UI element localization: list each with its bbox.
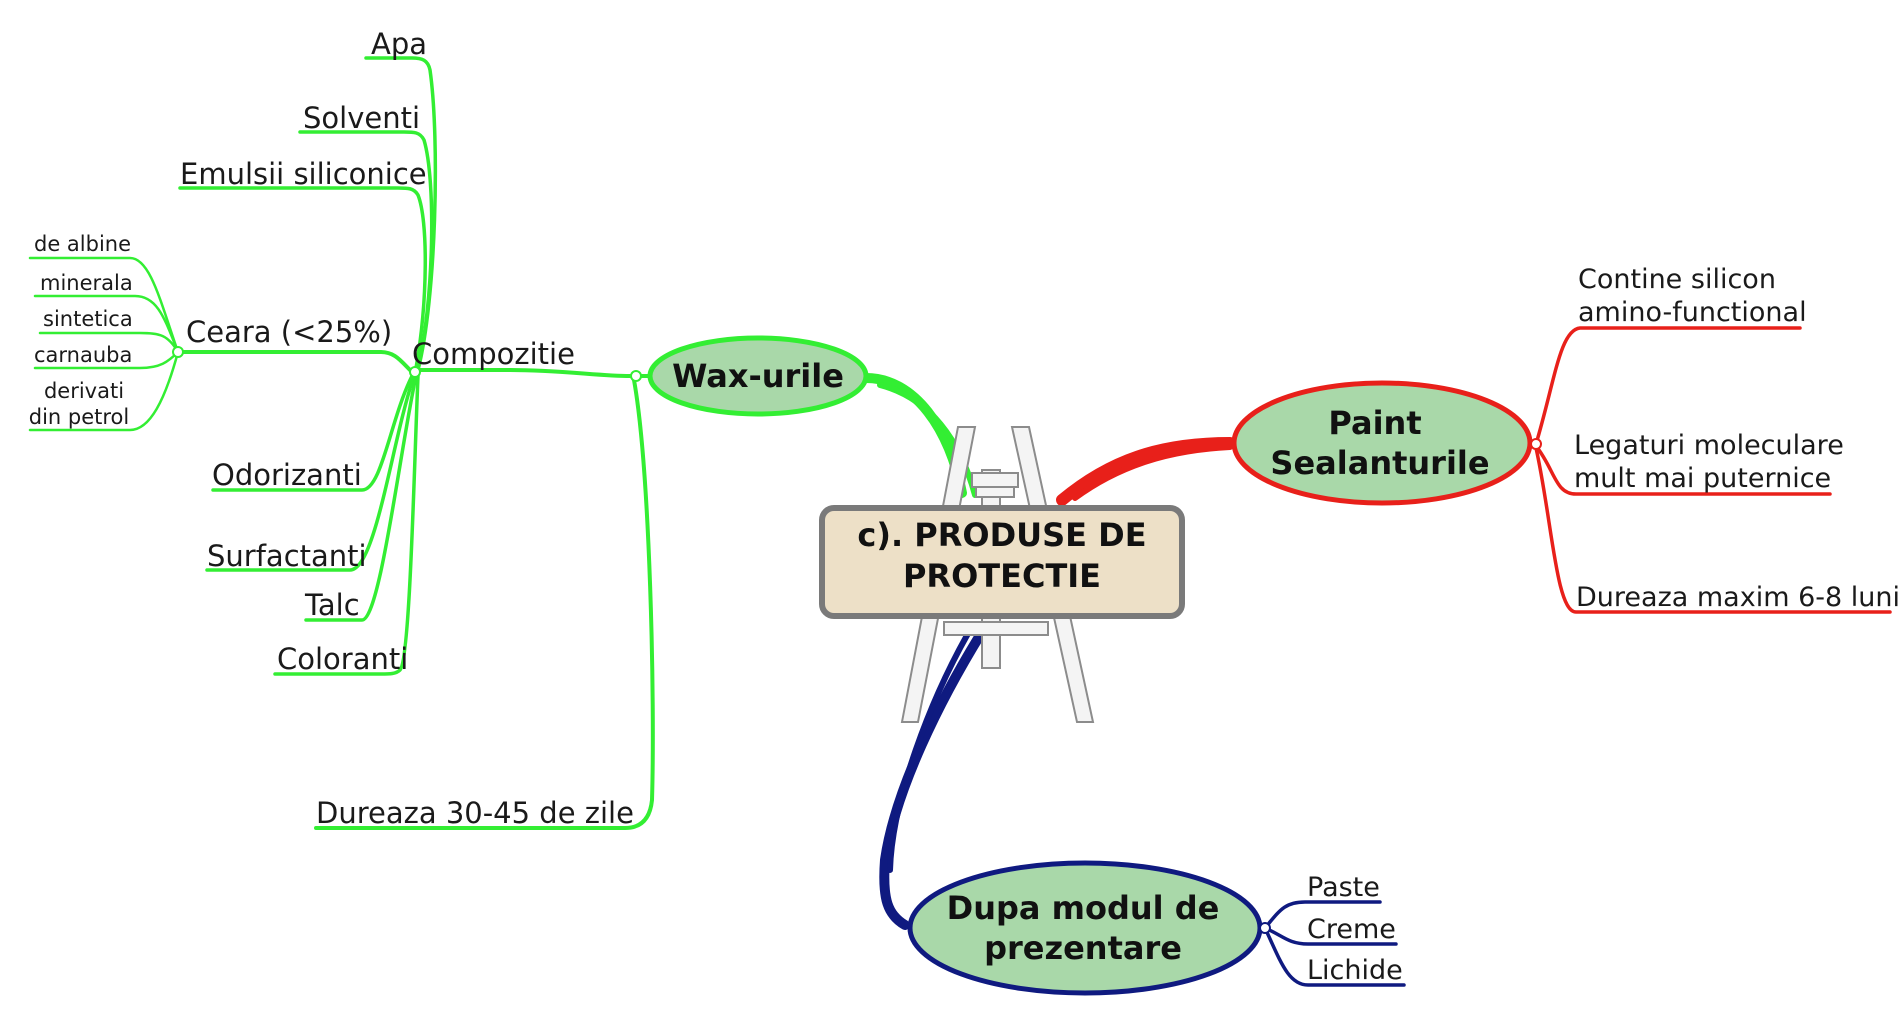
paint-topic-bubble <box>1231 380 1533 506</box>
paint-item-silicon-line2[interactable]: amino-functional <box>1578 297 1807 328</box>
dupa-junction-dot[interactable] <box>1259 922 1271 934</box>
wax-junction-dot[interactable] <box>630 370 642 382</box>
paint-item-silicon-line1[interactable]: Contine silicon <box>1578 264 1776 295</box>
dupa-topic-bubble <box>907 860 1263 996</box>
junction-dots <box>172 346 1542 934</box>
wax-topic-bubble <box>647 335 869 417</box>
central-title-line2: PROTECTIE <box>903 557 1101 595</box>
ceara-type-derivati-line2[interactable]: din petrol <box>29 405 130 429</box>
ceara-type-carnauba[interactable]: carnauba <box>34 343 132 367</box>
dupa-topic[interactable]: Dupa modul de prezentare <box>907 860 1263 996</box>
ingredient-emulsii-siliconice[interactable]: Emulsii siliconice <box>180 157 427 191</box>
paint-item-durata[interactable]: Dureaza maxim 6-8 luni <box>1576 582 1900 613</box>
paint-item-legaturi-line2[interactable]: mult mai puternice <box>1574 463 1831 494</box>
ingredient-talc[interactable]: Talc <box>304 588 360 622</box>
compozitie-junction-dot[interactable] <box>409 366 421 378</box>
wax-durata-label[interactable]: Dureaza 30-45 de zile <box>316 796 634 830</box>
compozitie-label[interactable]: Compozitie <box>412 337 575 371</box>
ceara-type-derivati-line1[interactable]: derivati <box>44 379 124 403</box>
ingredient-surfactanti[interactable]: Surfactanti <box>207 539 367 573</box>
dupa-item-paste[interactable]: Paste <box>1307 872 1380 903</box>
wax-labels: Compozitie Apa Solventi Emulsii siliconi… <box>29 27 634 830</box>
ceara-type-sintetica[interactable]: sintetica <box>43 307 133 331</box>
ingredient-odorizanti[interactable]: Odorizanti <box>212 458 362 492</box>
paint-topic-title-line1: Paint <box>1328 404 1421 442</box>
dupa-connectors <box>879 627 1406 987</box>
wax-topic[interactable]: Wax-urile <box>647 335 869 417</box>
paint-topic-title-line2: Sealanturile <box>1270 444 1489 482</box>
ingredient-apa[interactable]: Apa <box>371 27 427 61</box>
ceara-label[interactable]: Ceara (<25%) <box>186 315 392 349</box>
central-title-line1: c). PRODUSE DE <box>857 516 1146 554</box>
paint-connectors <box>1056 326 1892 614</box>
paint-junction-dot[interactable] <box>1530 438 1542 450</box>
wax-connectors <box>28 56 978 830</box>
ceara-junction-dot[interactable] <box>172 346 184 358</box>
paint-labels: Contine silicon amino-functional Legatur… <box>1574 264 1900 613</box>
dupa-topic-title-line2: prezentare <box>984 929 1182 967</box>
dupa-item-creme[interactable]: Creme <box>1307 914 1396 945</box>
ceara-type-minerala[interactable]: minerala <box>40 271 133 295</box>
ingredient-coloranti[interactable]: Coloranti <box>277 642 408 676</box>
central-topic-box <box>819 505 1185 619</box>
wax-topic-title: Wax-urile <box>672 357 844 395</box>
central-topic[interactable]: c). PRODUSE DE PROTECTIE <box>819 505 1185 619</box>
dupa-item-lichide[interactable]: Lichide <box>1307 955 1403 986</box>
ingredient-solventi[interactable]: Solventi <box>303 101 420 135</box>
paint-topic[interactable]: Paint Sealanturile <box>1231 380 1533 506</box>
dupa-topic-title-line1: Dupa modul de <box>947 889 1220 927</box>
paint-item-legaturi-line1[interactable]: Legaturi moleculare <box>1574 430 1844 461</box>
ceara-type-de-albine[interactable]: de albine <box>34 232 131 256</box>
dupa-labels: Paste Creme Lichide <box>1307 872 1403 986</box>
